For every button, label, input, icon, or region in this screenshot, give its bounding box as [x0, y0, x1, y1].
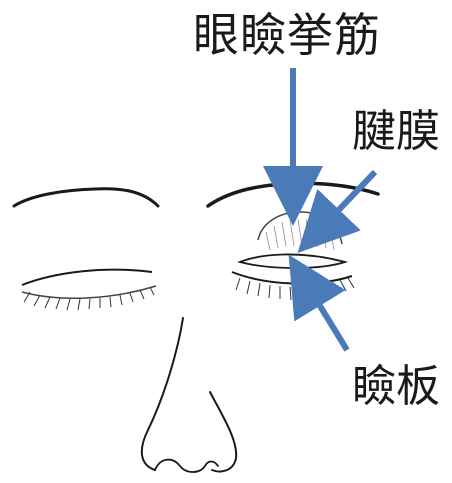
right-eyelid-structure [232, 212, 354, 300]
tendon-label: 腱膜 [352, 110, 440, 154]
left-eyebrow [14, 189, 158, 206]
nose [142, 318, 236, 472]
tarsus-label: 瞼板 [352, 365, 440, 409]
levator-label: 眼瞼挙筋 [193, 12, 381, 58]
left-closed-eye [22, 270, 156, 310]
